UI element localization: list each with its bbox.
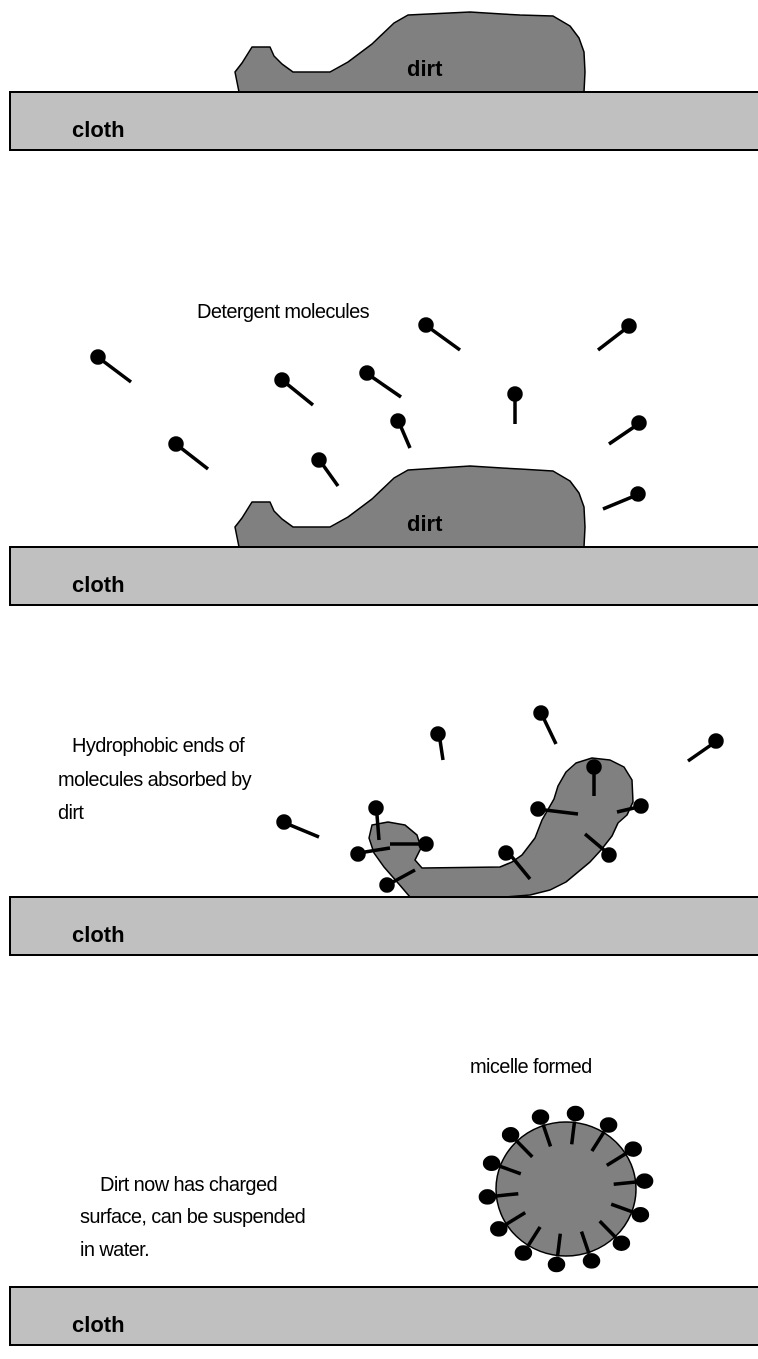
detergent-molecule-group xyxy=(278,707,722,891)
panel-3-hydrophobic-ends-absorbed: Hydrophobic ends of molecules absorbed b… xyxy=(10,707,758,955)
caption-line-2: molecules absorbed by xyxy=(58,769,252,791)
cloth-label: cloth xyxy=(72,922,125,947)
micelle xyxy=(480,1108,651,1271)
cloth-label: cloth xyxy=(72,1312,125,1337)
cloth-label: cloth xyxy=(72,117,125,142)
caption-line-3: dirt xyxy=(58,802,84,824)
panel-1-dirt-on-cloth: dirt cloth xyxy=(10,12,758,150)
micelle-label: micelle formed xyxy=(470,1056,592,1078)
detergent-molecule xyxy=(535,707,556,744)
detergent-molecule xyxy=(92,351,131,382)
dirt-label: dirt xyxy=(407,511,443,536)
detergent-molecule xyxy=(688,735,722,761)
panel-2-detergent-molecules: Detergent molecules dirt cloth xyxy=(10,301,758,605)
caption-line-1: Dirt now has charged xyxy=(100,1174,277,1196)
detergent-molecule xyxy=(278,816,319,837)
dirt-label: dirt xyxy=(407,56,443,81)
panel-4-micelle-formed: micelle formed Dirt now has charged surf… xyxy=(10,1056,758,1345)
detergent-molecule xyxy=(313,454,338,486)
detergent-molecule xyxy=(392,415,410,448)
detergent-molecule xyxy=(603,488,644,509)
detergent-molecule xyxy=(420,319,460,350)
detergent-molecule xyxy=(170,438,208,469)
caption-line-3: in water. xyxy=(80,1239,149,1261)
caption-detergent-molecules: Detergent molecules xyxy=(197,301,370,323)
detergent-molecule xyxy=(432,728,444,760)
detergent-molecule xyxy=(598,320,635,350)
cloth-label: cloth xyxy=(72,572,125,597)
caption-line-1: Hydrophobic ends of xyxy=(72,735,245,757)
detergent-molecule xyxy=(361,367,401,397)
caption-line-2: surface, can be suspended xyxy=(80,1206,305,1228)
detergent-molecule xyxy=(509,388,521,424)
detergent-molecule xyxy=(276,374,313,405)
detergent-molecule xyxy=(609,417,645,444)
